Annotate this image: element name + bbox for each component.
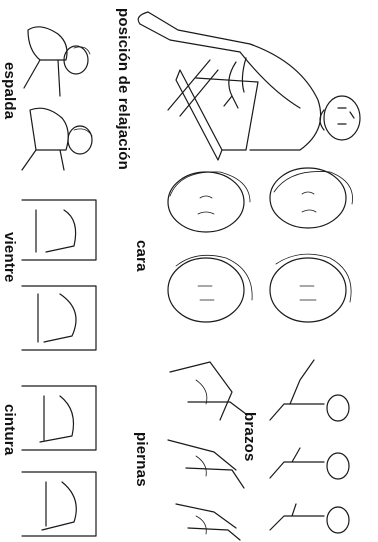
back-figures bbox=[22, 27, 92, 170]
label-face: cara bbox=[133, 240, 150, 272]
label-relaxation-position: posición de relajación bbox=[115, 8, 132, 170]
label-legs: piernas bbox=[133, 432, 150, 487]
face-figures bbox=[168, 168, 353, 322]
arms-figures bbox=[270, 360, 349, 533]
label-arms: brazos bbox=[241, 412, 258, 462]
label-back: espalda bbox=[1, 62, 18, 119]
belly-figures bbox=[22, 200, 96, 350]
label-belly: vientre bbox=[1, 232, 18, 283]
waist-figures bbox=[22, 386, 96, 536]
legs-figures bbox=[168, 362, 246, 540]
relaxation-figure bbox=[138, 12, 360, 160]
label-waist: cintura bbox=[1, 404, 18, 455]
